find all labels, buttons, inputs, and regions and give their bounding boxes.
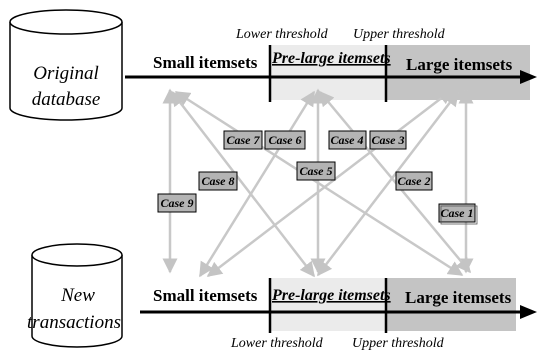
new-transactions-body: [31, 255, 123, 348]
transition-arrows: [162, 88, 474, 278]
original-database-body: [9, 22, 123, 121]
case-box-6: Case 6: [264, 130, 306, 150]
bottom-large-region: [386, 278, 516, 331]
top-pre-large-itemsets-label: Pre-large itemsets: [271, 50, 391, 67]
top-lower-threshold-label: Lower threshold: [235, 27, 329, 42]
original-database-line1: Original: [33, 63, 98, 84]
case-box-5: Case 5: [296, 161, 336, 181]
new-transactions-line1: New: [60, 285, 95, 306]
case-box-2: Case 2: [395, 171, 433, 191]
case-box-9: Case 9: [157, 193, 197, 213]
bottom-axis-arrowhead: [520, 305, 537, 319]
case-box-8: Case 8: [198, 171, 238, 191]
arrow-case-2: [317, 90, 459, 277]
case-box-7: Case 7: [223, 130, 263, 150]
case-box-1: Case 1: [438, 203, 478, 225]
case-label-1: Case 1: [441, 206, 474, 220]
case-label-5: Case 5: [300, 164, 333, 178]
arrow-case-8: [171, 90, 315, 278]
top-large-itemsets-label: Large itemsets: [406, 55, 513, 74]
top-axis-arrowhead: [520, 70, 537, 84]
case-label-6: Case 6: [269, 133, 302, 147]
new-transactions-line2: transactions: [27, 312, 121, 333]
bottom-pre-large-region: [270, 278, 386, 331]
bottom-itemset-bar: Small itemsets Pre-large itemsets Large …: [140, 278, 537, 351]
top-small-itemsets-label: Small itemsets: [153, 53, 258, 72]
original-database-line2: database: [32, 89, 101, 110]
case-label-4: Case 4: [331, 133, 364, 147]
new-transactions-cylinder: New transactions: [27, 243, 123, 348]
bottom-small-itemsets-label: Small itemsets: [153, 286, 258, 305]
bottom-lower-threshold-label: Lower threshold: [230, 336, 324, 351]
case-label-2: Case 2: [398, 174, 431, 188]
case-label-8: Case 8: [202, 174, 235, 188]
bottom-pre-large-itemsets-label: Pre-large itemsets: [271, 287, 391, 304]
case-label-7: Case 7: [227, 133, 261, 147]
case-label-3: Case 3: [372, 133, 405, 147]
case-box-3: Case 3: [369, 130, 407, 150]
original-database-top: [9, 9, 123, 35]
top-upper-threshold-label: Upper threshold: [353, 27, 446, 42]
bottom-upper-threshold-label: Upper threshold: [352, 336, 445, 351]
new-transactions-top: [31, 243, 123, 267]
top-itemset-bar: Small itemsets Pre-large itemsets Large …: [125, 27, 537, 102]
case-labels: Case 1 Case 2 Case 3 Case 4 Case 5 Case …: [157, 130, 478, 225]
case-box-4: Case 4: [328, 130, 367, 150]
bottom-large-itemsets-label: Large itemsets: [405, 288, 512, 307]
case-label-9: Case 9: [161, 196, 194, 210]
original-database-cylinder: Original database: [9, 9, 123, 121]
